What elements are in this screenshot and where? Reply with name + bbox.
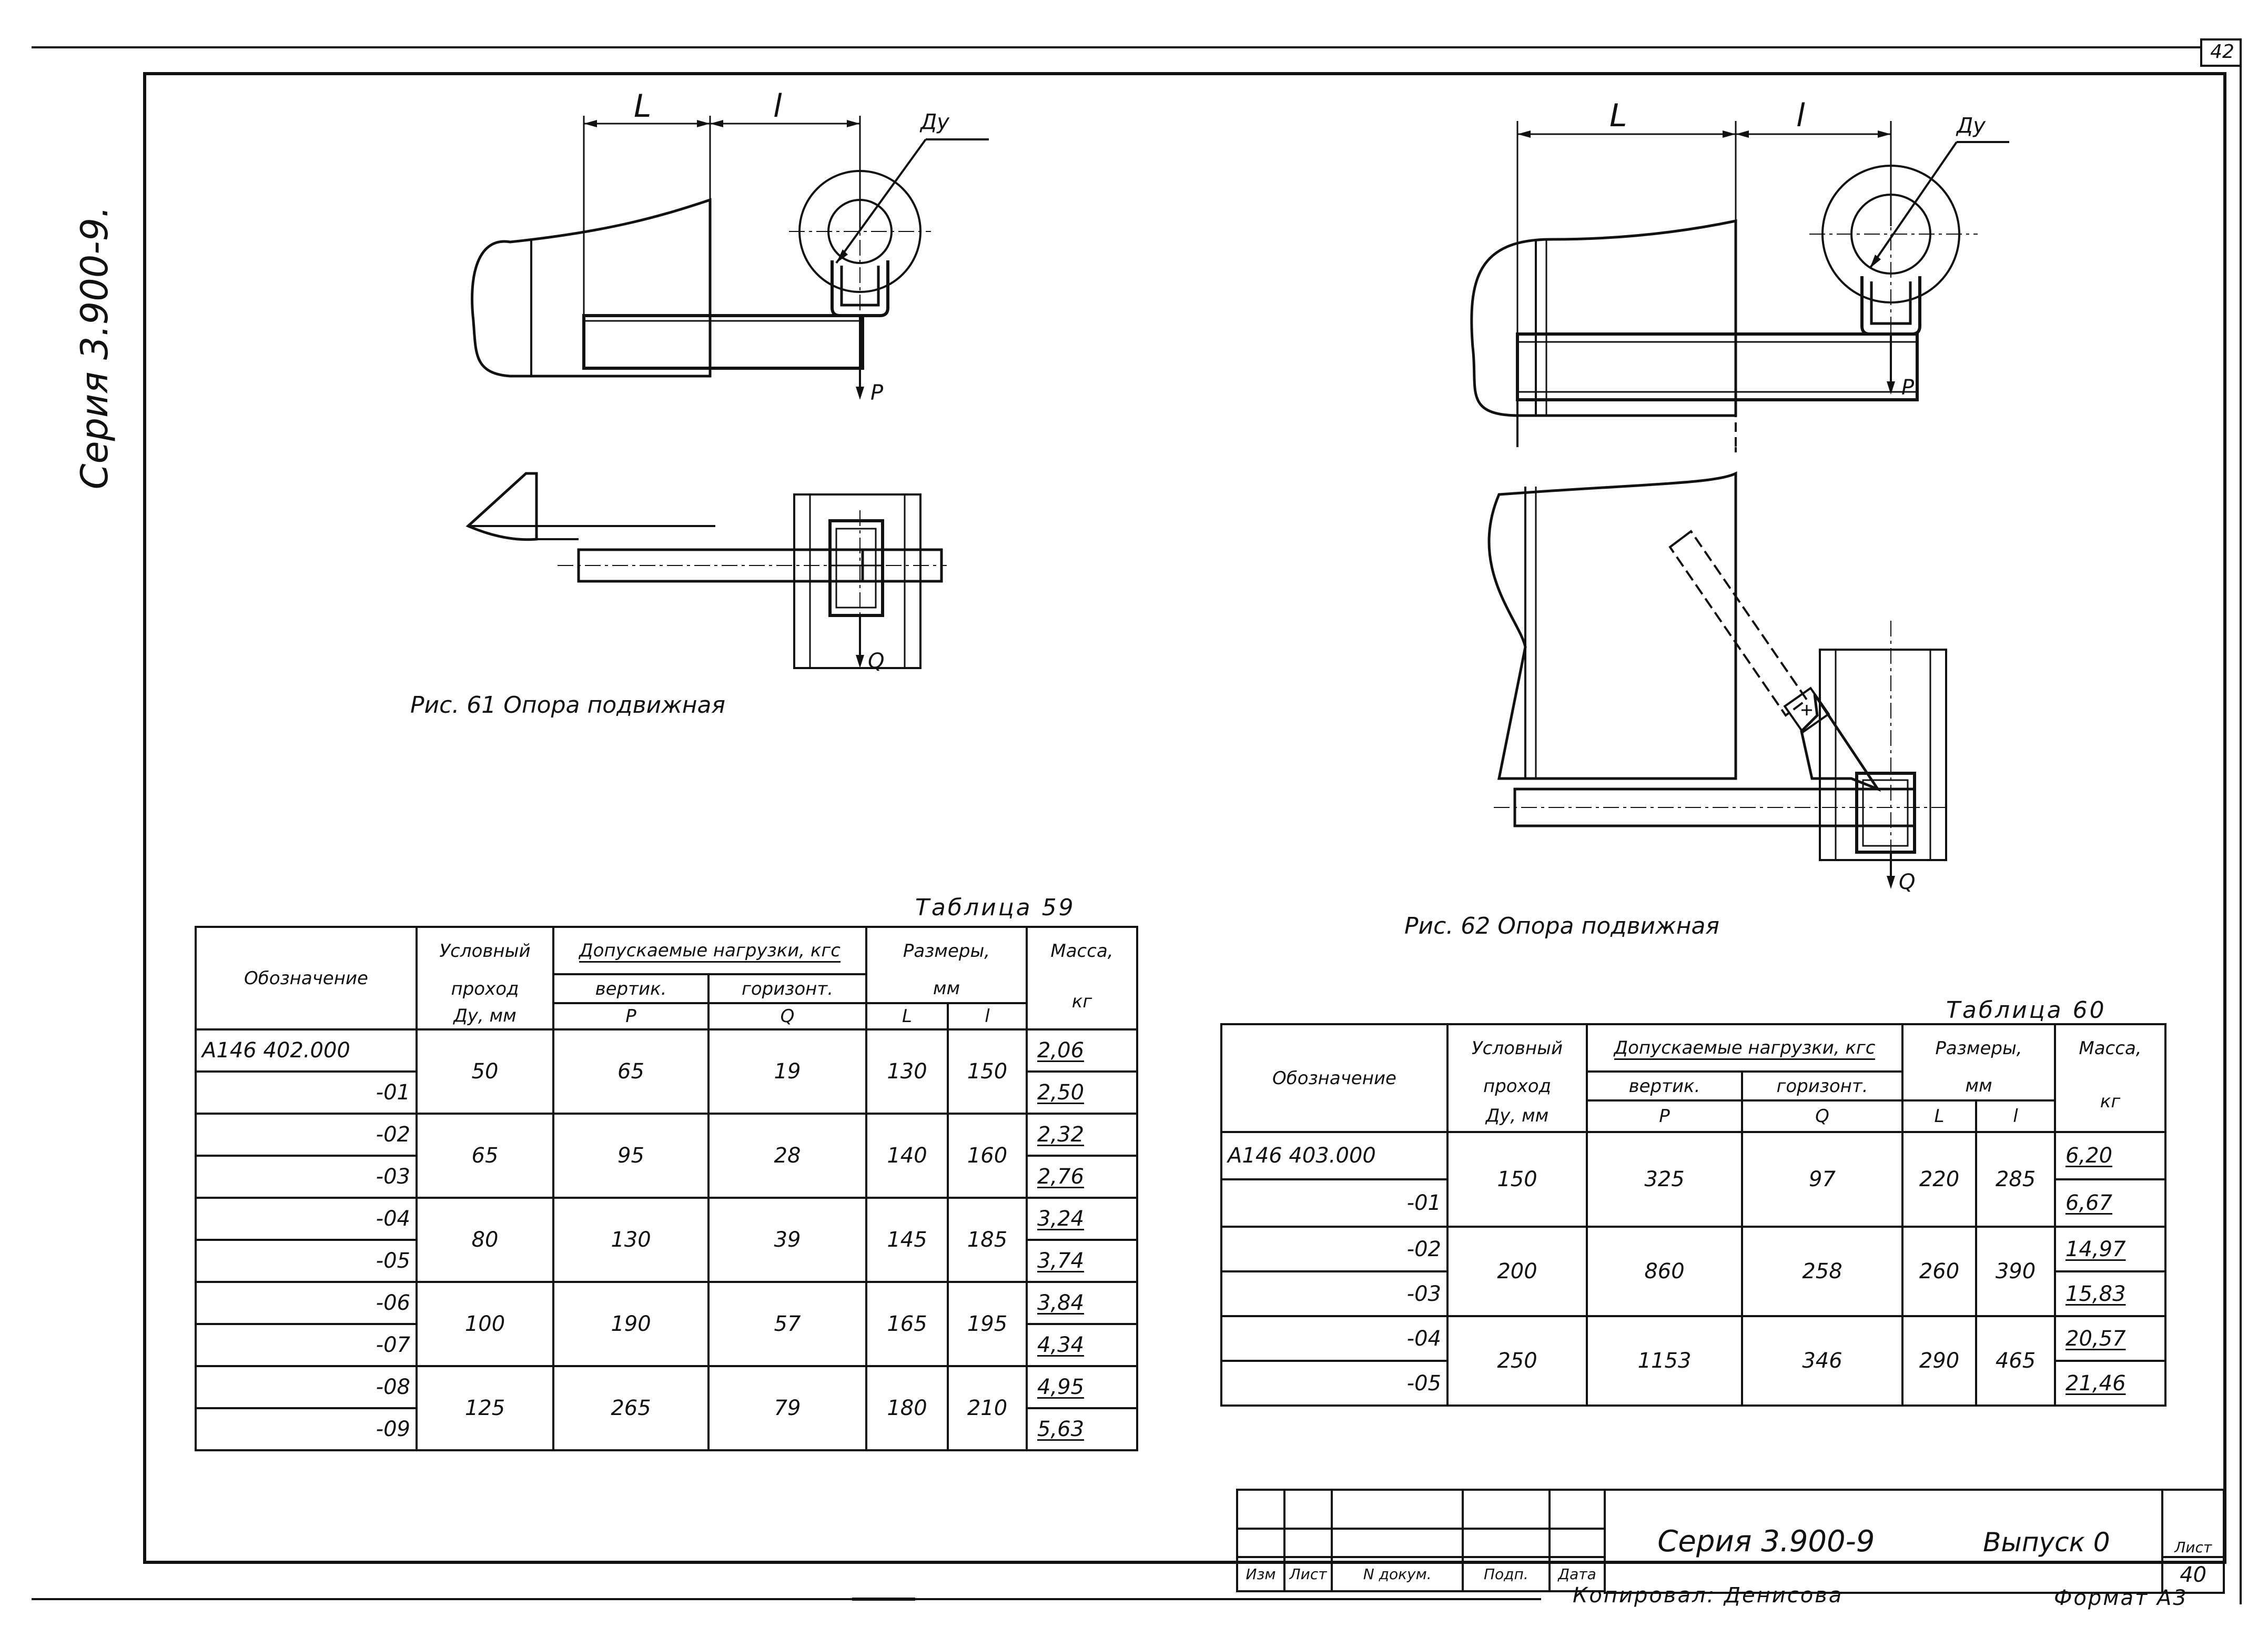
table60: Обозначение Условный Допускаемые нагрузк… [1220, 1023, 2166, 1407]
stamp-issue: Выпуск 0 [1983, 1527, 2110, 1558]
t60-h-L: L [1901, 1099, 1977, 1133]
stamp-col-list: Лист [1283, 1556, 1333, 1593]
stamp-series: Серия 3.900-9 [1657, 1524, 1875, 1559]
footer-copied-by: Копировал: Денисова [1573, 1583, 1844, 1608]
stamp-col-izm: Изм [1236, 1556, 1286, 1593]
table-row: -05 3,74 [195, 1239, 1138, 1283]
table-row: -08 125 265 79 180 210 4,95 [195, 1365, 1138, 1451]
t59-h-sizes-2: мм [865, 974, 1028, 1004]
t60-h-passage-2: проход [1446, 1072, 1588, 1100]
table-row: -03 15,83 [1220, 1270, 2166, 1317]
table-row: -07 4,34 [195, 1323, 1138, 1367]
t59-h-l: l [947, 1002, 1028, 1030]
corner-sheet-number: 42 [2210, 41, 2234, 63]
t60-h-designation: Обозначение [1220, 1023, 1449, 1133]
t60-h-mass-2: кг [2054, 1072, 2166, 1133]
table-row: -04 80 130 39 145 185 3,24 [195, 1197, 1138, 1283]
t60-h-loads: Допускаемые нагрузки, кгс [1586, 1023, 1904, 1072]
fig61-caption: Рис. 61 Опора подвижная [410, 692, 725, 719]
fig62-label-Q: Q [1899, 870, 1915, 894]
stamp-col-sign: Подп. [1462, 1556, 1551, 1593]
fig61-drawing: L l Ду P Q [465, 89, 989, 673]
fig61-label-L: L [634, 89, 651, 125]
stamp-col-doc: N докум. [1331, 1556, 1464, 1593]
table-row: -02 200 860 258 260 390 14,97 [1220, 1226, 2166, 1317]
t59-h-P: P [552, 1002, 710, 1030]
fig61-label-dy: Ду [919, 110, 950, 134]
fig62-drawing: L l Ду P Q [1470, 97, 2009, 894]
table59-title: Таблица 59 [915, 894, 1076, 921]
t59-h-mass-2: кг [1026, 974, 1138, 1030]
table-row: -06 100 190 57 165 195 3,84 [195, 1281, 1138, 1367]
table-row: А146 402.000 50 65 19 130 150 2,06 [195, 1028, 1138, 1115]
t59-h-sizes-1: Размеры, [865, 926, 1028, 974]
table-row: А146 403.000 150 325 97 220 285 6,20 [1220, 1131, 2166, 1228]
fig62-label-l: l [1796, 97, 1805, 134]
t60-h-mass-1: Масса, [2054, 1023, 2166, 1072]
fig62-caption: Рис. 62 Опора подвижная [1404, 913, 1719, 939]
t60-h-sizes-2: мм [1901, 1072, 2056, 1102]
t59-h-designation: Обозначение [195, 926, 418, 1030]
t60-h-vert: вертик. [1586, 1070, 1743, 1102]
t59-h-horiz: горизонт. [707, 973, 867, 1004]
fig62-label-L: L [1609, 97, 1627, 134]
t60-h-horiz: горизонт. [1741, 1070, 1904, 1102]
t59-h-passage-3: Ду, мм [416, 1003, 554, 1030]
t60-h-P: P [1586, 1099, 1743, 1133]
fig62-label-dy: Ду [1956, 114, 1986, 138]
fig61-label-P: P [870, 381, 884, 405]
table-row: -09 5,63 [195, 1407, 1138, 1451]
t60-h-passage-3: Ду, мм [1446, 1100, 1588, 1133]
stamp-col-date: Дата [1548, 1556, 1606, 1593]
t59-h-mass-1: Масса, [1026, 926, 1138, 974]
table-row: -01 2,50 [195, 1070, 1138, 1115]
t59-h-vert: вертик. [552, 973, 710, 1004]
footer-format: Формат А3 [2054, 1586, 2188, 1610]
stamp-sheet-label: Лист [2161, 1488, 2225, 1559]
title-block: Серия 3.900-9 Выпуск 0 Лист Изм Лист N д… [1236, 1488, 2225, 1594]
table-row: -01 6,67 [1220, 1178, 2166, 1228]
fig61-label-l: l [773, 89, 782, 125]
t59-h-Q: Q [707, 1002, 867, 1030]
t59-h-L: L [865, 1002, 949, 1030]
fig62-label-P: P [1901, 376, 1915, 400]
t59-h-passage-2: проход [416, 974, 554, 1003]
t59-h-passage-1: Условный [416, 926, 554, 974]
table60-title: Таблица 60 [1946, 997, 2107, 1024]
table-row: -02 65 95 28 140 160 2,32 [195, 1113, 1138, 1199]
fig61-label-Q: Q [868, 649, 884, 673]
table-row: -03 2,76 [195, 1155, 1138, 1199]
t60-h-l: l [1975, 1099, 2056, 1133]
t60-h-passage-1: Условный [1446, 1023, 1588, 1072]
t60-h-sizes-1: Размеры, [1901, 1023, 2056, 1072]
table59: Обозначение Условный Допускаемые нагрузк… [195, 926, 1138, 1451]
table-row: -05 21,46 [1220, 1360, 2166, 1407]
side-series-label: Серия 3.900-9. [73, 206, 116, 490]
t60-h-Q: Q [1741, 1099, 1904, 1133]
table-row: -04 250 1153 346 290 465 20,57 [1220, 1315, 2166, 1407]
stamp-sheet-number: 40 [2161, 1556, 2225, 1594]
t59-h-loads: Допускаемые нагрузки, кгс [552, 926, 867, 974]
